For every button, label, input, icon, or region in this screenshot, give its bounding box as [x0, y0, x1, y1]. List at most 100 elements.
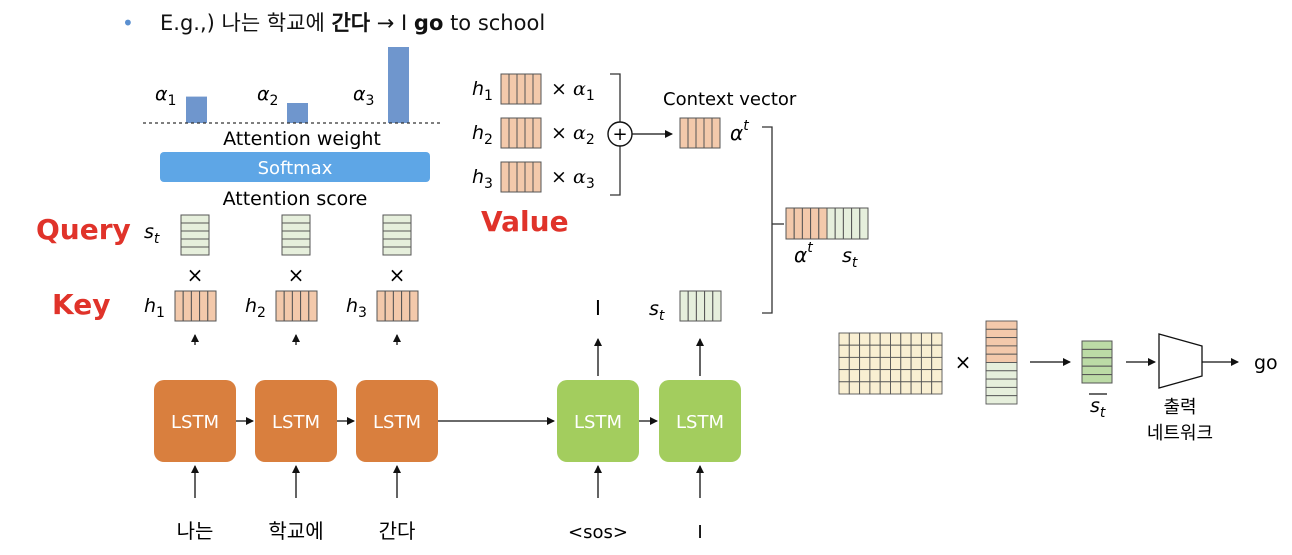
matrix-cell — [910, 369, 922, 383]
matrix-cell — [869, 344, 881, 358]
concat-bracket — [762, 126, 773, 314]
query-vector-1-cell — [180, 246, 210, 256]
alpha-sub: 1 — [586, 88, 595, 104]
matrix-cell — [869, 369, 881, 383]
s-tilde-vector — [1081, 340, 1113, 384]
query-vector-2-cell — [281, 222, 311, 232]
matrix-cell — [931, 381, 943, 395]
encoder-lstm-1: LSTM — [154, 380, 236, 462]
query-vector-2 — [281, 214, 311, 256]
decoder-state-vector-cell — [712, 290, 722, 322]
alpha-label-3: α3 — [353, 83, 374, 109]
context-vector-cell — [703, 117, 713, 149]
value-vector-1-cell — [508, 73, 518, 105]
concat-cell — [851, 207, 861, 240]
concatenation: αt st — [762, 126, 869, 314]
value-label-h3: h3 — [472, 166, 493, 192]
decoder-input-word-1: <sos> — [568, 522, 628, 543]
key-vector-3-cell — [409, 290, 419, 322]
encoder-lstm-3: LSTM — [356, 380, 438, 462]
matrix-cell — [931, 344, 943, 358]
matrix-cell — [869, 332, 881, 346]
query-vector-1-cell — [180, 214, 210, 224]
attention-bar-3 — [388, 47, 409, 123]
times-symbol-3: × — [389, 263, 406, 287]
times-sign: × — [551, 78, 573, 100]
key-vector-1-cell — [182, 290, 192, 322]
matrix-cell — [920, 332, 933, 346]
value-vector-2 — [500, 117, 542, 149]
example-sentence: • E.g.,) 나는 학교에 간다 → I go to school — [122, 11, 545, 35]
matrix-cell — [838, 356, 850, 371]
matrix-cell — [879, 332, 891, 346]
alpha-symbol: α — [573, 78, 586, 100]
key-vector-1-cell — [174, 290, 184, 322]
alpha-label-2-sub: 2 — [270, 93, 279, 109]
alpha-label-3-sub: 3 — [366, 93, 375, 109]
decoder-state-vector-cell — [679, 290, 689, 322]
concat-s-label: st — [842, 245, 858, 271]
matrix-cell — [900, 332, 912, 346]
bullet: • — [122, 11, 134, 35]
matrix-cell — [848, 344, 861, 358]
value-vector-2-cell — [508, 117, 518, 149]
value-vector-1-cell — [532, 73, 542, 105]
context-vector-cell — [687, 117, 697, 149]
times-sign: × — [551, 166, 573, 188]
matrix-cell — [900, 369, 912, 383]
concat-cell — [834, 207, 844, 240]
value-vector-2-cell — [532, 117, 542, 149]
value-vector-3-cell — [508, 161, 518, 193]
concat-vertical-cell — [985, 337, 1018, 347]
s-tilde-symbol: st — [1090, 395, 1106, 421]
key-label-h3-base: h — [346, 295, 358, 317]
attention-score-label: Attention score — [223, 188, 368, 210]
value-vector-3-cell — [516, 161, 526, 193]
context-vector-label: Context vector — [663, 89, 797, 110]
key-vector-3-cell — [401, 290, 411, 322]
s-tilde-vector-cell — [1081, 374, 1113, 384]
concat-vertical-cell — [985, 362, 1018, 372]
concat-vertical-cell — [985, 386, 1018, 397]
key-vector-3 — [376, 290, 419, 322]
matrix-cell — [859, 332, 871, 346]
context-vector-cell — [679, 117, 689, 149]
output-word: go — [1254, 352, 1278, 374]
context-vector-cell — [711, 117, 721, 149]
query-vector-1-cell — [180, 222, 210, 232]
matrix-cell — [890, 381, 902, 395]
matrix-cell — [931, 356, 943, 371]
query-vector-2-cell — [281, 246, 311, 256]
concat-alpha-label: αt — [794, 240, 813, 267]
weight-matrix — [838, 332, 943, 395]
value-vector-1 — [500, 73, 542, 105]
value-label-h2: h2 — [472, 122, 493, 148]
matrix-cell — [910, 332, 922, 346]
alpha-label-2-base: α — [257, 83, 270, 105]
concat-cell — [785, 207, 795, 240]
concat-cell — [801, 207, 812, 240]
query-vector-2-cell — [281, 230, 311, 240]
key-vector-2-cell — [308, 290, 318, 322]
matrix-cell — [859, 356, 871, 371]
value-label: Value — [481, 205, 569, 238]
alpha-label-1: α1 — [155, 83, 176, 109]
query-vector-2-cell — [281, 214, 311, 224]
value-label-h1-base: h — [472, 78, 484, 100]
matrix-cell — [848, 332, 861, 346]
matrix-cell — [838, 332, 850, 346]
matrix-cell — [920, 344, 933, 358]
matrix-cell — [879, 356, 891, 371]
encoder-lstm-box — [154, 380, 236, 462]
query-vector-1 — [180, 214, 210, 256]
key-vector-3-cell — [392, 290, 403, 322]
alpha-label-3-base: α — [353, 83, 366, 105]
value-vector-3-cell — [532, 161, 542, 193]
encoder-lstm-label: LSTM — [272, 412, 320, 433]
matrix-cell — [838, 381, 850, 395]
decoder-state-vector-cell — [687, 290, 697, 322]
matrix-cell — [869, 356, 881, 371]
key-label-h3-sub: 3 — [358, 305, 367, 321]
